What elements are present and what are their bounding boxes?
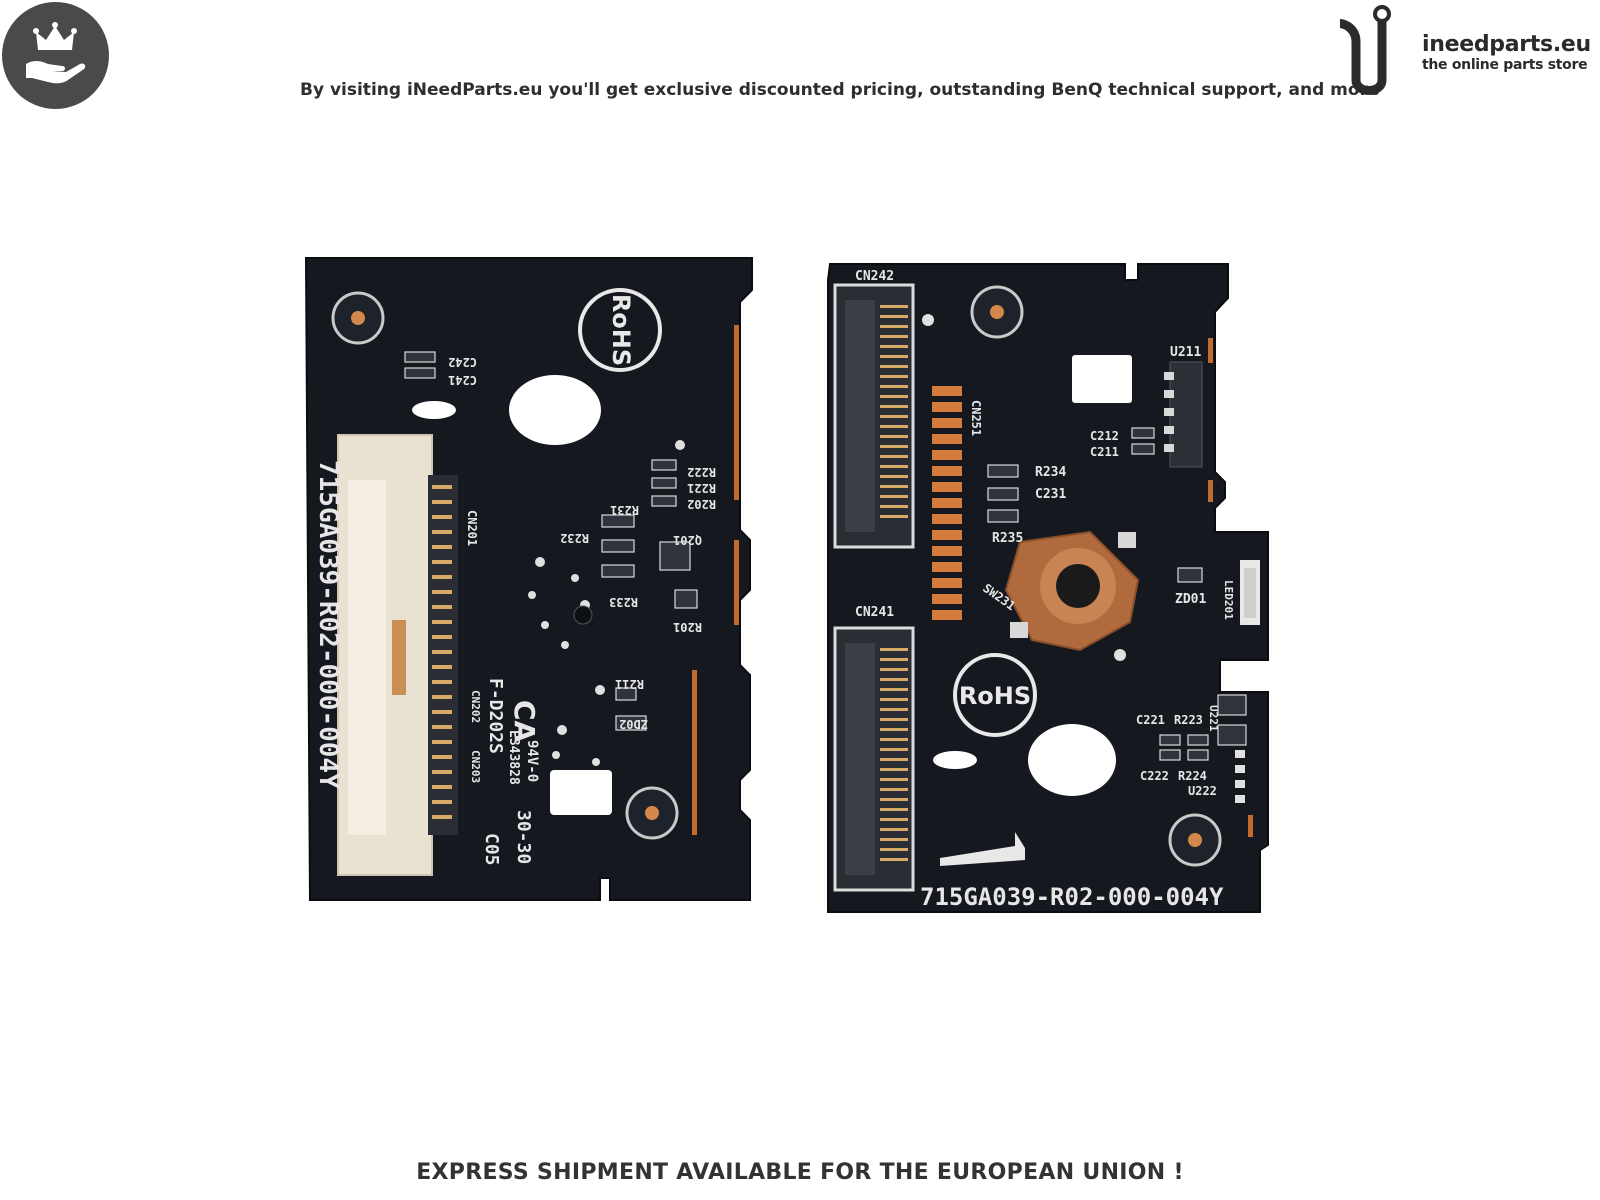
logo-name: ineedparts.eu bbox=[1422, 32, 1591, 57]
right-label-r223: R223 bbox=[1174, 713, 1203, 727]
left-label-fd202s: F-D202S bbox=[485, 678, 506, 754]
left-label-r201: R201 bbox=[673, 620, 702, 634]
right-part-number: 715GA039-R02-000-004Y bbox=[920, 883, 1224, 911]
right-label-u221: U221 bbox=[1207, 705, 1220, 732]
left-label-zd02: ZD02 bbox=[619, 717, 648, 731]
right-ffc-pins bbox=[880, 305, 908, 861]
left-label-r231: R231 bbox=[610, 503, 639, 517]
right-rohs-mark: RoHS bbox=[959, 682, 1031, 710]
right-label-u211: U211 bbox=[1170, 345, 1201, 360]
left-part-number: 715GA039-R02-000-004Y bbox=[313, 460, 343, 789]
left-label-c05: C05 bbox=[481, 833, 502, 866]
right-label-r235: R235 bbox=[992, 531, 1023, 546]
shipping-notice: EXPRESS SHIPMENT AVAILABLE FOR THE EUROP… bbox=[416, 1160, 1184, 1185]
left-label-cn202: CN202 bbox=[469, 690, 482, 723]
left-label-r202: R202 bbox=[687, 497, 716, 511]
left-label-c242: C242 bbox=[448, 355, 477, 369]
logo-subtitle: the online parts store bbox=[1422, 57, 1588, 73]
left-label-94v0: 94V-0 bbox=[524, 740, 540, 782]
promo-tagline: By visiting iNeedParts.eu you'll get exc… bbox=[300, 80, 1380, 100]
right-label-c222: C222 bbox=[1140, 769, 1169, 783]
product-photo: RoHS bbox=[304, 257, 1269, 913]
left-label-cn203: CN203 bbox=[469, 750, 482, 783]
ineedparts-logo-icon bbox=[1340, 5, 1391, 95]
left-connector-pins bbox=[432, 485, 452, 819]
crown-hand-icon bbox=[26, 22, 86, 84]
right-label-r224: R224 bbox=[1178, 769, 1207, 783]
right-label-c231: C231 bbox=[1035, 487, 1066, 502]
joystick-switch bbox=[1004, 530, 1140, 652]
left-label-c241: C241 bbox=[448, 373, 477, 387]
right-label-zd01: ZD01 bbox=[1175, 592, 1206, 607]
left-label-e343828: E343828 bbox=[506, 730, 521, 785]
svg-text:CA: CA bbox=[508, 700, 541, 743]
left-label-q201: Q201 bbox=[673, 533, 702, 547]
left-label-r211: R211 bbox=[615, 677, 644, 691]
right-label-c221: C221 bbox=[1136, 713, 1165, 727]
right-label-cn251: CN251 bbox=[969, 400, 983, 436]
left-label-3030: 30-30 bbox=[513, 810, 534, 864]
right-label-cn242: CN242 bbox=[855, 269, 894, 284]
left-label-cn201: CN201 bbox=[465, 510, 479, 546]
left-rohs-mark: RoHS bbox=[607, 294, 635, 366]
right-label-led201: LED201 bbox=[1222, 580, 1235, 620]
cn251-pads bbox=[932, 386, 962, 620]
right-label-r234: R234 bbox=[1035, 465, 1066, 480]
left-label-r233: R233 bbox=[609, 595, 638, 609]
badge bbox=[2, 2, 109, 109]
left-label-r222: R222 bbox=[687, 465, 716, 479]
left-label-r221: R221 bbox=[687, 481, 716, 495]
right-label-c211: C211 bbox=[1090, 445, 1119, 459]
brand-logo[interactable]: ineedparts.eu the online parts store bbox=[1340, 2, 1598, 102]
right-pcb-board: RoHS bbox=[827, 263, 1269, 913]
right-label-cn241: CN241 bbox=[855, 605, 894, 620]
left-label-r232: R232 bbox=[560, 531, 589, 545]
right-label-c212: C212 bbox=[1090, 429, 1119, 443]
left-pcb-board: RoHS bbox=[304, 257, 753, 901]
right-label-u222: U222 bbox=[1188, 784, 1217, 798]
